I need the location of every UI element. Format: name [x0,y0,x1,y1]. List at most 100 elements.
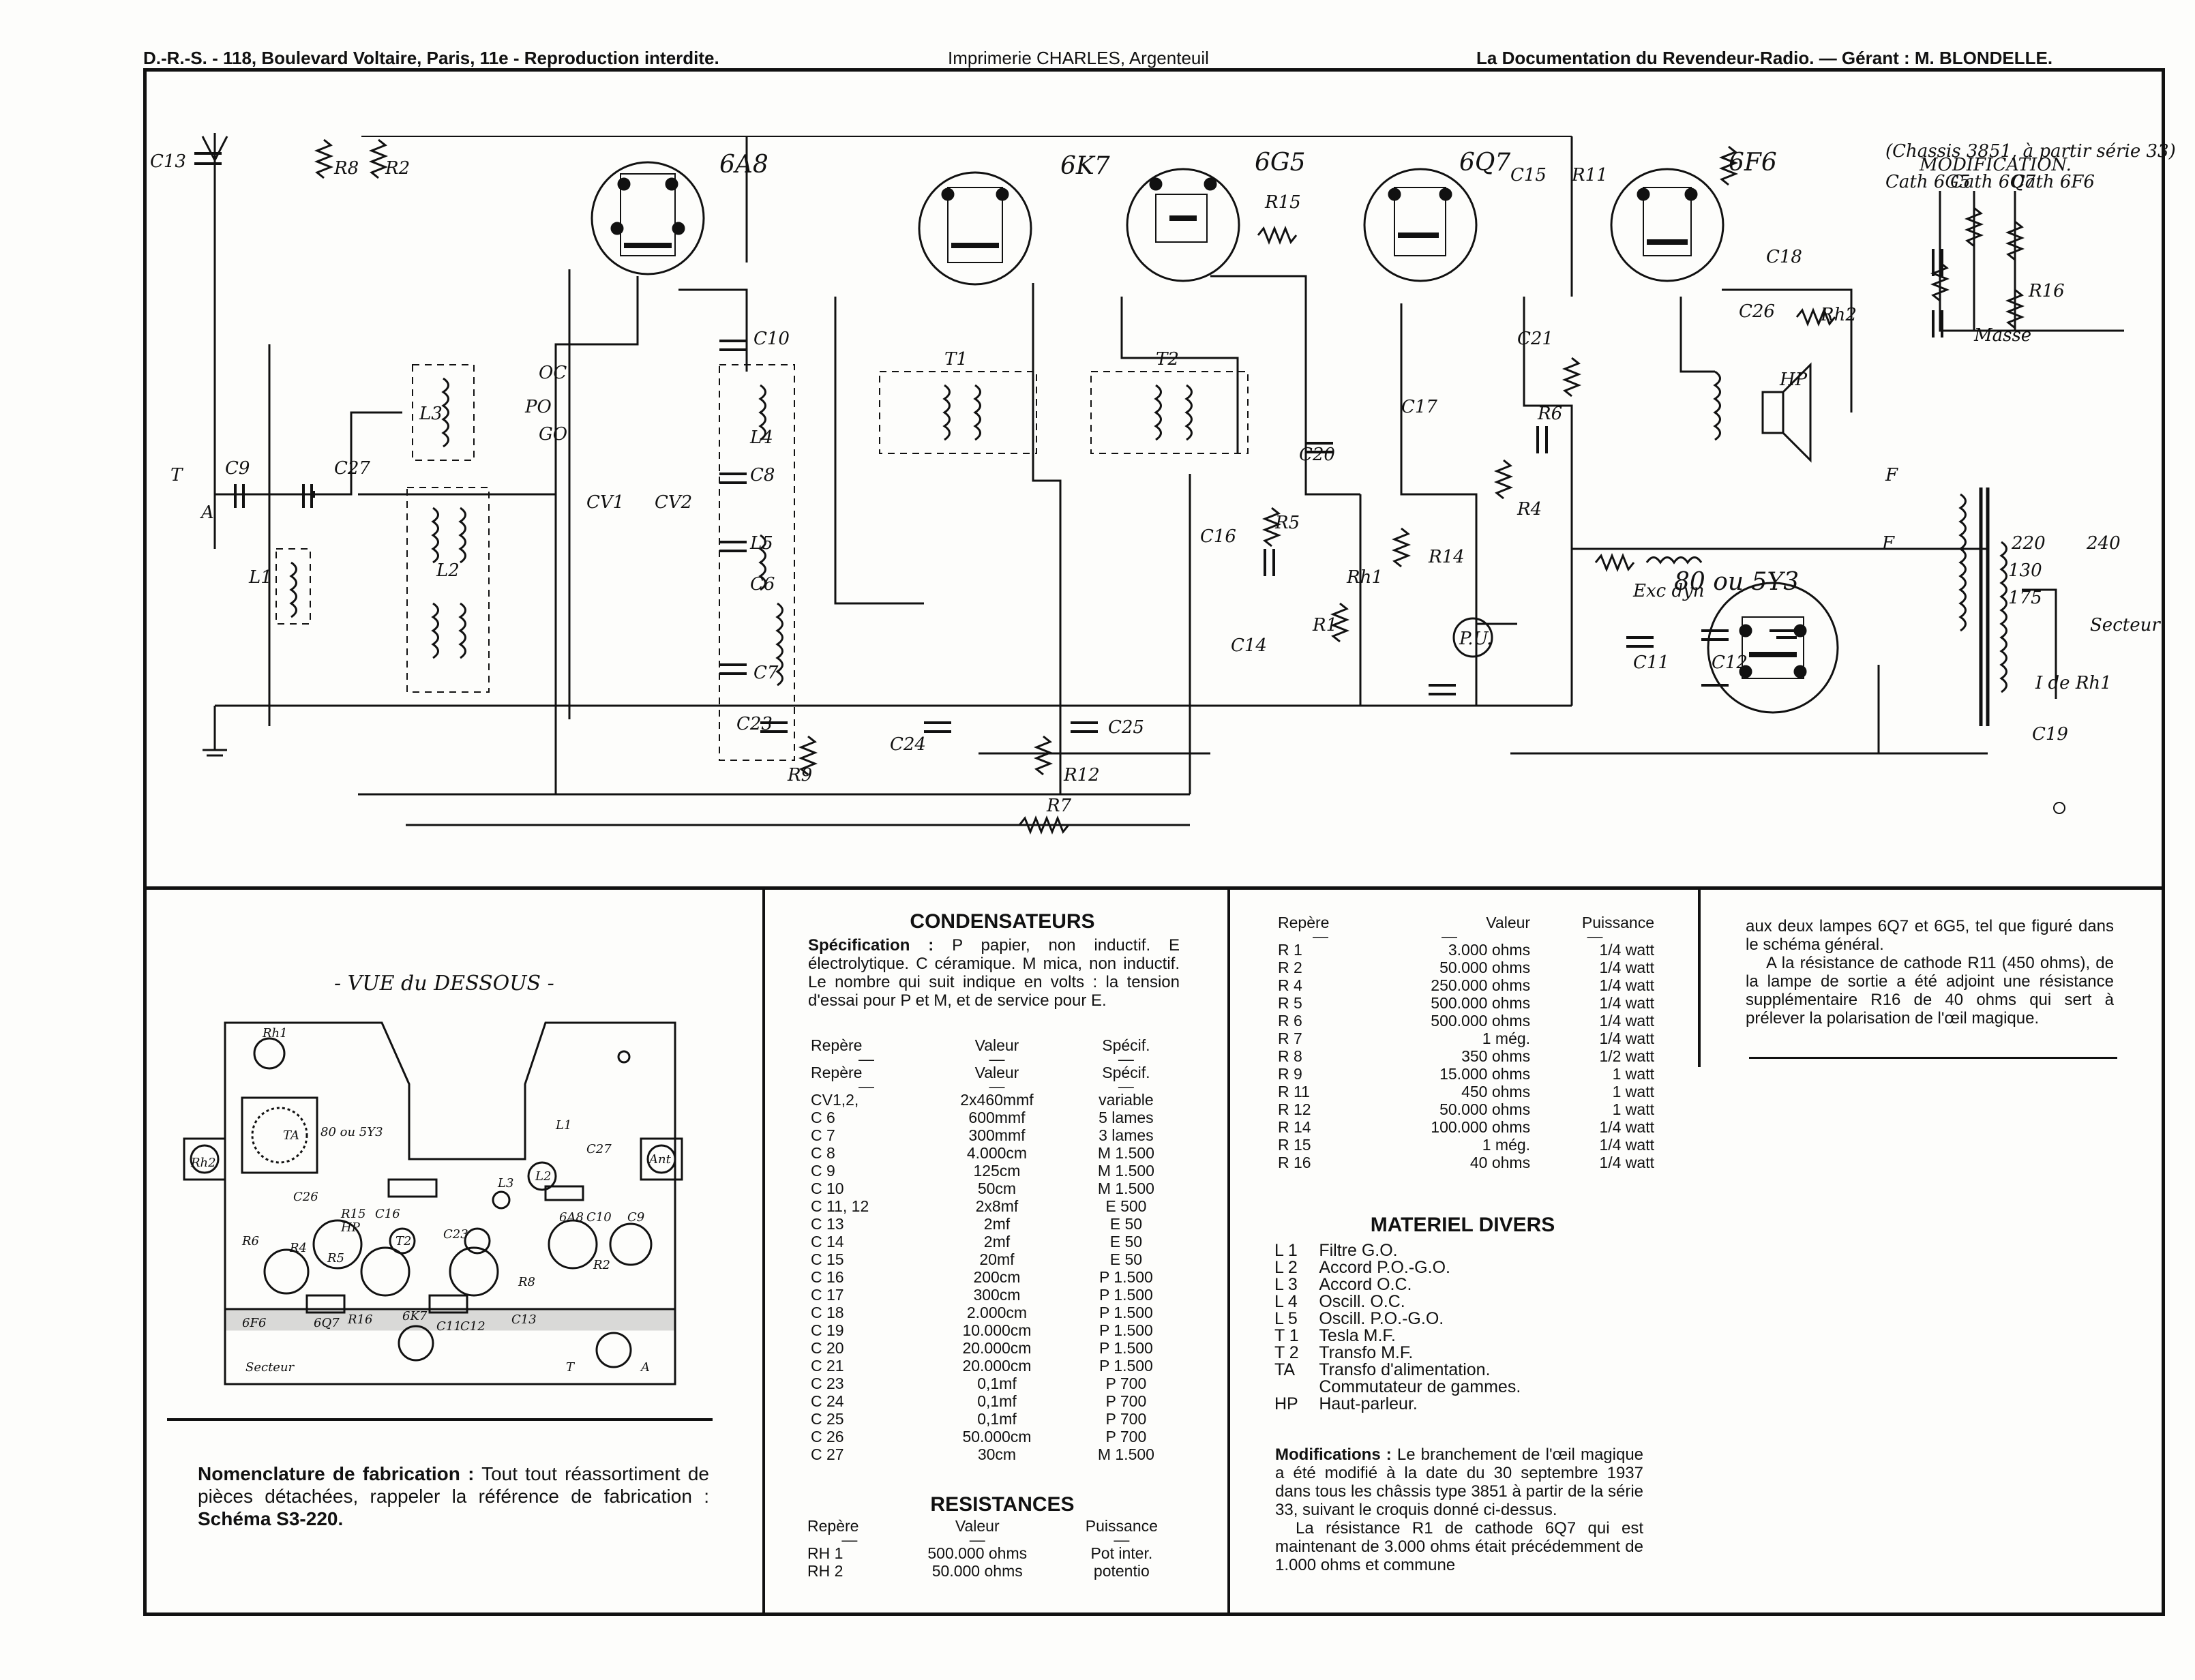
table-cell: 2x460mmf [960,1091,1034,1109]
label-l4: L4 [749,427,773,448]
label-r6: R6 [1537,404,1562,424]
label-c21: C21 [1517,329,1553,349]
table-cell: C 8 [811,1144,835,1162]
label-r8: R8 [333,158,359,179]
tube-6G5 [1126,168,1240,282]
modifications-body-2: La résistance R1 de cathode 6Q7 qui est … [1275,1519,1643,1574]
condensateurs-title: CONDENSATEURS [910,910,1095,933]
label-c26: C26 [1739,301,1775,322]
table-cell: 1/4 watt [1599,1154,1654,1171]
table-cell: 2mf [983,1215,1011,1233]
nomenclature-ref: Schéma S3-220. [198,1508,344,1529]
table-cell: 1/4 watt [1599,1030,1654,1047]
label-r2: R2 [385,158,410,179]
table-cell: E 50 [1109,1215,1143,1233]
vue-label: 6F6 [242,1316,267,1330]
table-cell: C 15 [811,1250,844,1268]
table-cell: 1/2 watt [1599,1047,1654,1065]
vue-label: L1 [556,1118,572,1132]
label-t: T [170,465,183,485]
table-cell: 50.000 ohms [1439,959,1531,976]
vue-label: HP [341,1220,360,1235]
vue-label: R16 [348,1312,373,1327]
table-cell: 500.000 ohms [927,1544,1028,1562]
column-header: Repère [811,1064,863,1081]
divider-horizontal [143,886,2165,890]
table-cell: R 15 [1278,1136,1311,1154]
dash: — [858,1077,875,1095]
modifications-label: Modifications : [1275,1445,1392,1464]
tube-label-6k7: 6K7 [1060,152,1110,180]
dash-row: ——— [1275,929,1657,944]
table-cell: 500.000 ohms [1431,994,1531,1012]
table-cell: 1 még. [1482,1136,1531,1154]
table-cell: HP [1274,1394,1298,1413]
label-inter: I de Rh1 [2035,673,2112,693]
table-cell: 20.000cm [962,1339,1032,1357]
table-cell: 10.000cm [962,1321,1032,1339]
vue-label: C16 [375,1207,400,1221]
table-cell: 300cm [973,1286,1021,1304]
vue-label: C23 [443,1227,468,1242]
label-a: A [200,502,214,523]
circuit-schematic: 6A8 6K7 6G5 6Q7 6F6 80 ou 5Y3 [150,133,2176,835]
vue-label: C13 [511,1312,537,1327]
table-cell: TA [1274,1360,1296,1379]
label-c6: C6 [750,574,775,595]
table-cell: C 6 [811,1109,835,1126]
label-c13: C13 [150,151,186,172]
table-cell: P 1.500 [1099,1321,1153,1339]
header-center: Imprimerie CHARLES, Argenteuil [948,48,1209,68]
dash: — [969,1531,985,1548]
label-c16: C16 [1200,526,1236,547]
table-cell: R 6 [1278,1012,1302,1030]
modifications-cont-1: aux deux lampes 6Q7 et 6G5, tel que figu… [1746,917,2114,954]
table-cell: 20mf [979,1250,1015,1268]
label-l5: L5 [749,533,773,554]
dash: — [1114,1531,1130,1548]
nomenclature-rule [167,1418,713,1421]
table-cell: Transfo M.F. [1319,1343,1414,1362]
table-cell: E 500 [1105,1197,1147,1215]
table-cell: C 25 [811,1410,844,1428]
table-cell: C 14 [811,1233,844,1250]
table-cell: 5 lames [1099,1109,1154,1126]
vue-label: Rh2 [191,1156,216,1170]
table-cell: 50cm [977,1180,1017,1197]
divider-col1 [762,890,765,1612]
spec-label: Spécification : [808,936,934,955]
label-f2: F [1881,533,1895,554]
table-cell: Transfo d'alimentation. [1319,1360,1491,1379]
table-cell: 600mmf [968,1109,1026,1126]
column-header: Repère [1278,914,1330,931]
table-cell: P 700 [1105,1392,1147,1410]
table-cell: 1/4 watt [1599,959,1654,976]
vue-label: L3 [498,1176,514,1190]
table-cell: Oscill. O.C. [1319,1292,1405,1311]
table-cell: L 3 [1274,1275,1298,1294]
label-t2: T2 [1156,349,1179,370]
table-cell: T 1 [1274,1326,1299,1345]
label-175: 175 [2008,588,2042,608]
table-cell: 350 ohms [1461,1047,1531,1065]
table-cell: 450 ohms [1461,1083,1531,1100]
label-r11: R11 [1571,165,1608,185]
divider-col3 [1698,890,1701,1067]
tube-label-6a8: 6A8 [719,151,768,179]
table-row: C 6 600mmf 5 lames [808,1109,1183,1126]
table-cell: 100.000 ohms [1431,1118,1531,1136]
label-cv1: CV1 [586,492,624,513]
mod-note-1: (Chassis 3851, à partir série 33) [1885,141,2176,162]
column-header: Spécif. [1102,1036,1150,1054]
table-cell: R 8 [1278,1047,1302,1065]
column-header: Puissance [1581,914,1654,931]
vue-label: Rh1 [263,1026,288,1040]
table-cell: Tesla M.F. [1319,1326,1396,1345]
